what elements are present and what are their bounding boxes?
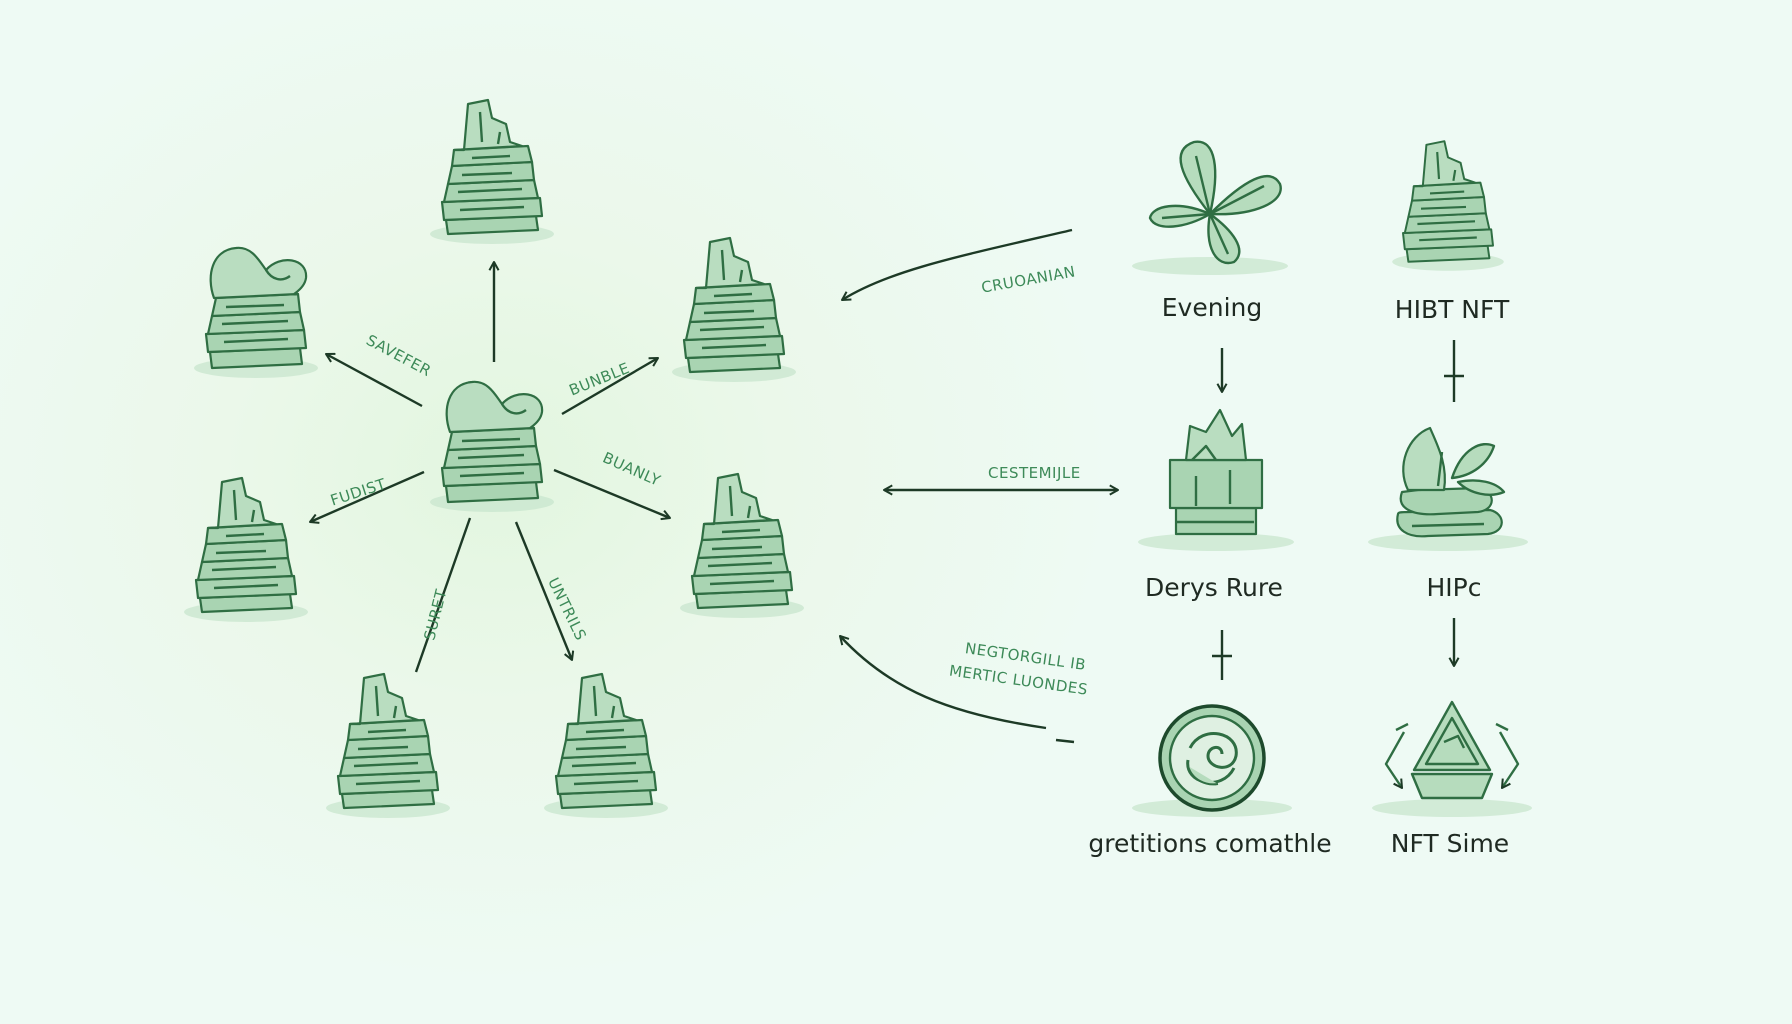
arrow-hub-bottom-left bbox=[414, 517, 472, 673]
node-label-nft-sime: NFT Sime bbox=[1391, 829, 1509, 858]
link-arrow-bottom-tick bbox=[1055, 738, 1075, 744]
leaf-stones-icon bbox=[1368, 426, 1528, 551]
stone-stack-icon bbox=[1391, 140, 1505, 272]
stone-stack-icon bbox=[670, 236, 798, 384]
leaf-flower-icon bbox=[1132, 140, 1288, 275]
arrow-hub-right bbox=[553, 468, 672, 521]
stone-stack-icon bbox=[428, 98, 556, 246]
node-label-hibt-nft: HIBT NFT bbox=[1395, 295, 1510, 324]
stone-stack-icon bbox=[428, 380, 556, 514]
cross-links: CRUOANIAN CESTEMIJLE NEGTORGILL IB MERTI… bbox=[838, 228, 1120, 744]
link-label-middle: CESTEMIJLE bbox=[988, 464, 1081, 482]
arrow-hub-bottom-right bbox=[514, 521, 575, 662]
stone-stack-icon bbox=[678, 472, 806, 620]
stone-stack-icon bbox=[324, 672, 452, 820]
edge-label-bottom-left: SURET bbox=[420, 587, 450, 642]
recycle-triangle-icon bbox=[1372, 700, 1532, 817]
stone-stack-icon bbox=[542, 672, 670, 820]
hub-network: SAVEFER BUNBLE FUDIST BUANLY SURET UNTRI… bbox=[182, 98, 806, 820]
edge-label-right: BUANLY bbox=[600, 449, 664, 491]
node-grid: Evening HIBT NFT Derys Rure HIPc bbox=[1088, 140, 1532, 858]
edge-label-top-left: SAVEFER bbox=[363, 331, 434, 380]
node-label-evening: Evening bbox=[1162, 293, 1262, 322]
edge-label-left: FUDIST bbox=[328, 475, 388, 510]
link-label-top: CRUOANIAN bbox=[980, 262, 1077, 296]
node-label-derys-rure: Derys Rure bbox=[1145, 573, 1283, 602]
link-arrow-bottom bbox=[838, 634, 1047, 730]
crystal-block-icon bbox=[1138, 408, 1294, 551]
node-label-gretitions: gretitions comathle bbox=[1088, 829, 1331, 858]
arrow-hub-top-right bbox=[561, 356, 660, 416]
stone-stack-icon bbox=[192, 246, 320, 380]
swirl-coin-icon bbox=[1132, 704, 1292, 817]
stone-stack-icon bbox=[182, 476, 310, 624]
node-label-hipc: HIPc bbox=[1427, 573, 1482, 602]
arrow-hub-top-left bbox=[324, 352, 423, 408]
link-arrow-top bbox=[840, 228, 1073, 302]
arrow-hub-left bbox=[308, 470, 425, 524]
